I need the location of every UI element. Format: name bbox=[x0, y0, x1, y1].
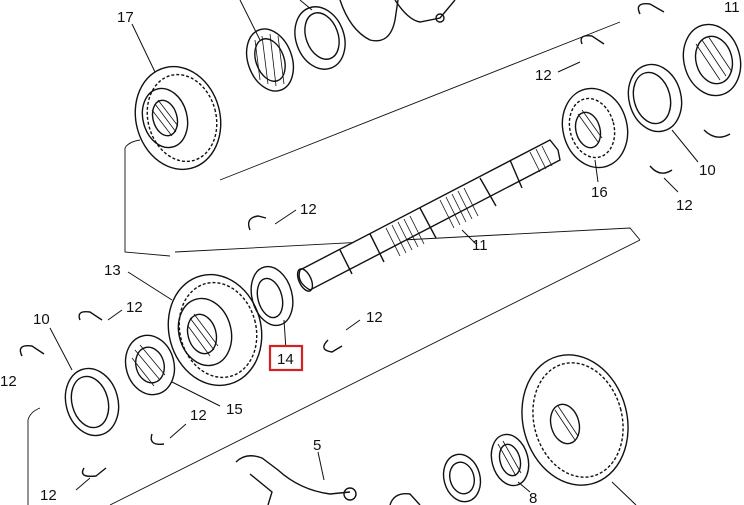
bearing-cup-10-right bbox=[627, 63, 699, 163]
label-11: 11 bbox=[472, 237, 488, 254]
thrust-washer-14 bbox=[250, 265, 294, 351]
label-16: 16 bbox=[591, 184, 608, 201]
label-5: 5 bbox=[313, 437, 321, 454]
highlight-box-14 bbox=[268, 344, 304, 372]
label-12-h: 12 bbox=[0, 373, 17, 390]
bearing-top-right bbox=[682, 23, 742, 97]
gear-15 bbox=[124, 334, 221, 407]
label-14: 14 bbox=[277, 351, 294, 368]
gear-16 bbox=[561, 87, 629, 183]
large-gear-bottom bbox=[521, 354, 637, 505]
bearing-cup-10-left bbox=[49, 327, 120, 437]
main-shaft-11 bbox=[296, 139, 561, 292]
label-10-left: 10 bbox=[33, 311, 50, 328]
gear-13 bbox=[127, 271, 263, 387]
label-12-f: 12 bbox=[190, 407, 207, 424]
top-bearing-assembly bbox=[239, 0, 456, 92]
bracket-5 bbox=[235, 451, 357, 505]
label-17: 17 bbox=[117, 9, 134, 26]
label-15: 15 bbox=[226, 401, 243, 418]
label-10-right: 10 bbox=[699, 162, 716, 179]
assembly-outline bbox=[27, 21, 641, 505]
label-12-b: 12 bbox=[366, 309, 383, 326]
label-13: 13 bbox=[104, 262, 121, 279]
label-12-a: 12 bbox=[300, 201, 317, 218]
label-12-g: 12 bbox=[40, 487, 57, 504]
label-11-top-right: 11 bbox=[724, 0, 740, 16]
label-12-d: 12 bbox=[676, 197, 693, 214]
bearing-8 bbox=[442, 433, 531, 503]
label-8: 8 bbox=[529, 490, 537, 505]
gear-17 bbox=[131, 23, 222, 171]
label-12-c: 12 bbox=[535, 67, 552, 84]
snap-rings-12 bbox=[19, 3, 731, 505]
label-12-e: 12 bbox=[126, 299, 143, 316]
